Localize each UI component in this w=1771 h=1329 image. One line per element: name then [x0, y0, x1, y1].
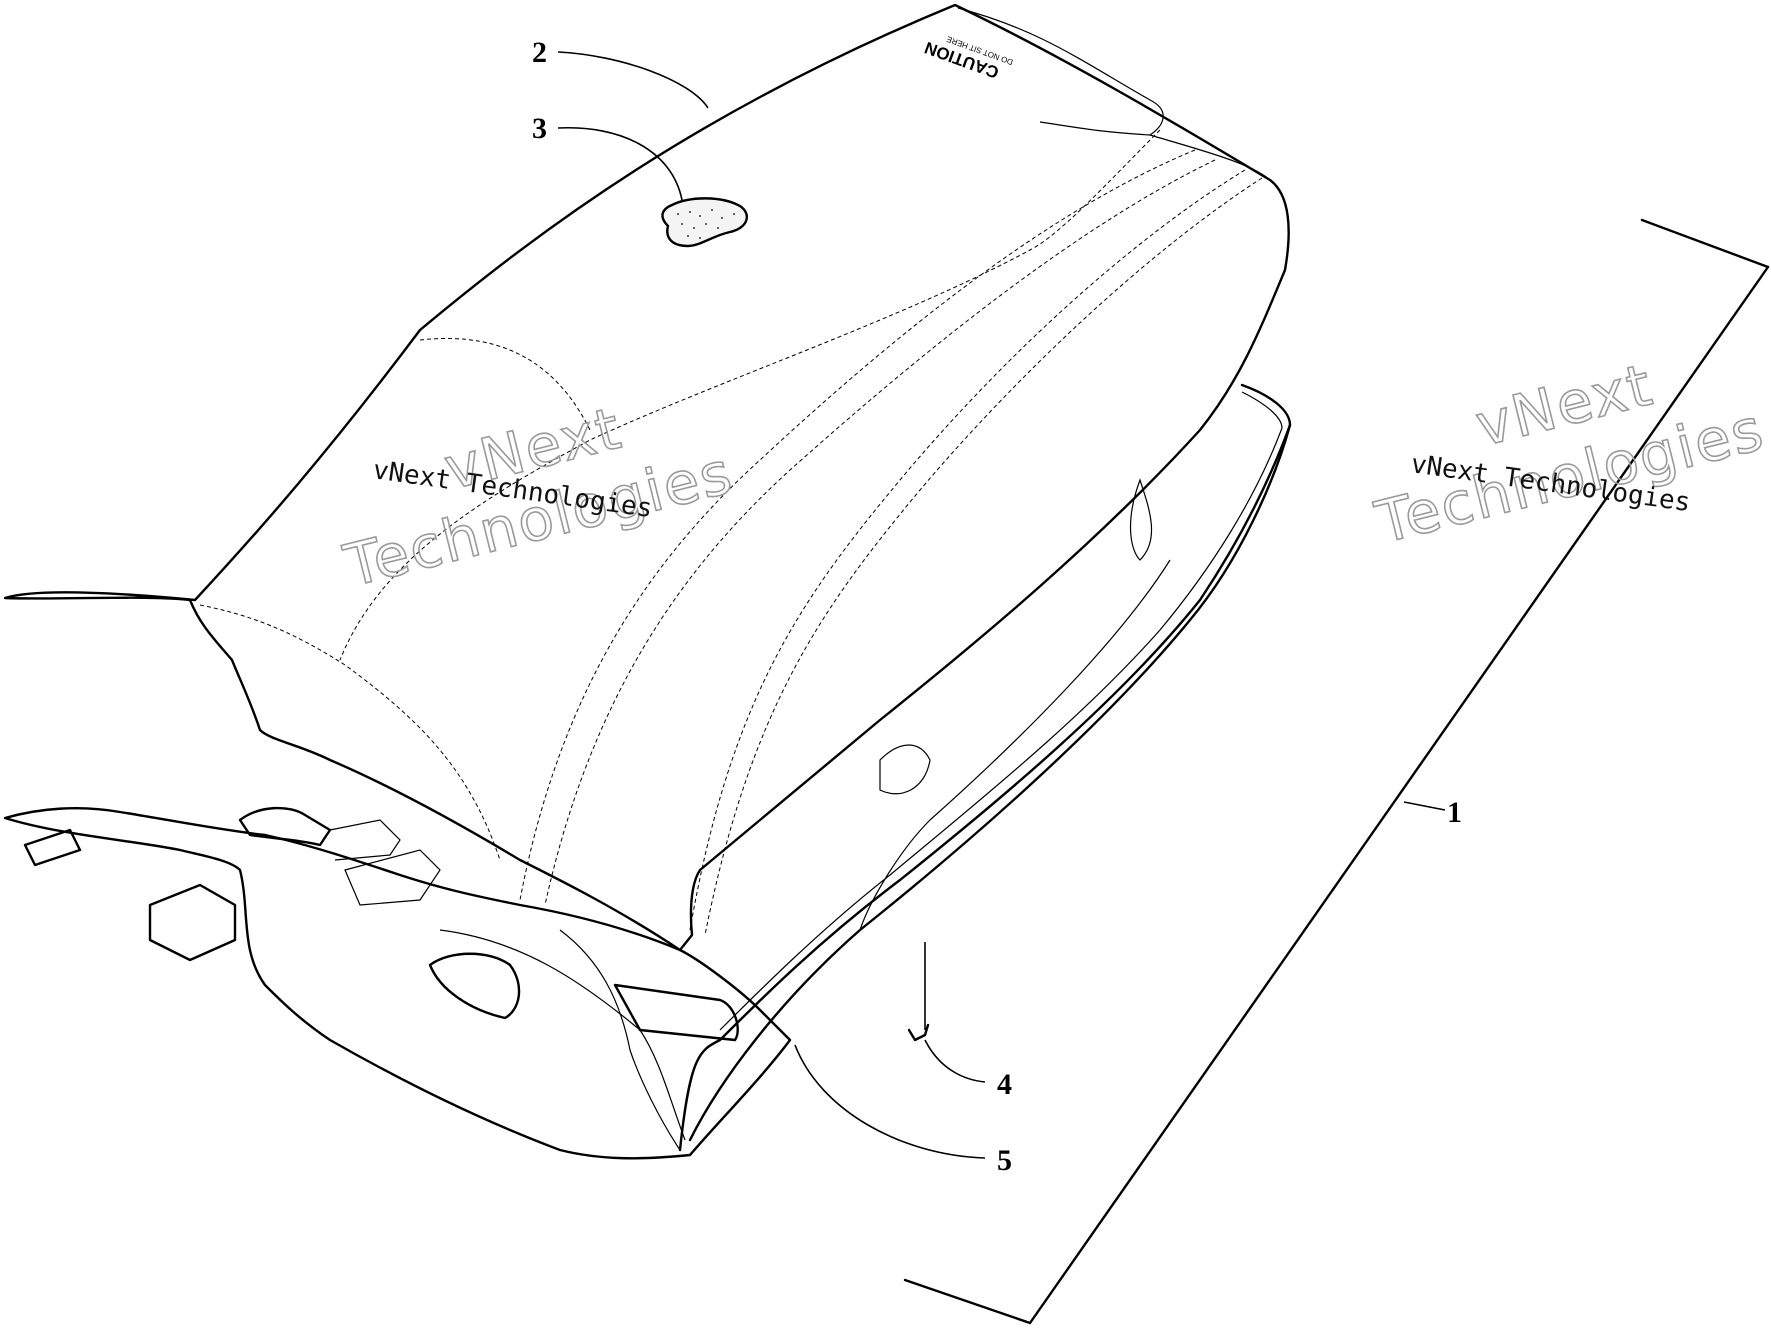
- latch-left: [23, 828, 82, 867]
- side-channel: [859, 559, 1171, 931]
- leader-4: [924, 1039, 986, 1083]
- base-edge-lower: [688, 423, 1292, 1142]
- seat-base-right: [678, 383, 1292, 1152]
- bracket-mount: [238, 806, 332, 847]
- seat-base-body: [3, 806, 792, 1160]
- foam-pad-shape: [661, 197, 749, 248]
- stitch-line-right: [689, 169, 1246, 931]
- stitch-line-left-2: [544, 159, 1216, 906]
- caution-decal: CAUTION DO NOT SIT HERE: [922, 34, 1014, 82]
- leader-1: [1403, 801, 1446, 811]
- slot-left: [428, 952, 521, 1020]
- bracket-arm: [329, 819, 401, 861]
- assembly-bracket: [903, 218, 1770, 1325]
- leader-3: [557, 126, 683, 201]
- seat-base-right-inner: [719, 391, 1283, 1031]
- leader-5: [794, 1044, 986, 1159]
- hinge-plate: [344, 849, 441, 906]
- stitch-line-front: [419, 338, 591, 431]
- stitch-line-wing: [199, 604, 501, 861]
- foam-pad-texture: [677, 209, 735, 239]
- stitch-line-right-2: [704, 177, 1263, 936]
- rear-cowl-edge: [957, 7, 1164, 136]
- seat-assembly-drawing: CAUTION DO NOT SIT HERE: [3, 3, 1292, 1160]
- leader-2: [557, 51, 709, 109]
- callout-1: 1: [1447, 796, 1462, 829]
- base-fold-line-2: [559, 929, 681, 1151]
- seat-top-outline: [3, 3, 1290, 952]
- stitch-line-side: [339, 129, 1161, 661]
- side-scoop-lower: [879, 744, 931, 795]
- watermark-right: vNext Technologies: [1368, 350, 1771, 558]
- latch-block: [148, 883, 237, 962]
- rear-panel-top: [1149, 134, 1276, 186]
- slot-right: [613, 983, 739, 1042]
- clip-part: [907, 1023, 930, 1042]
- callout-2: 2: [532, 36, 547, 69]
- callout-3: 3: [532, 112, 547, 145]
- callout-4: 4: [997, 1068, 1012, 1101]
- base-fold-line: [439, 929, 686, 1141]
- callout-5: 5: [997, 1144, 1012, 1177]
- stitch-line-left: [519, 149, 1196, 901]
- side-scoop-upper: [1130, 478, 1153, 561]
